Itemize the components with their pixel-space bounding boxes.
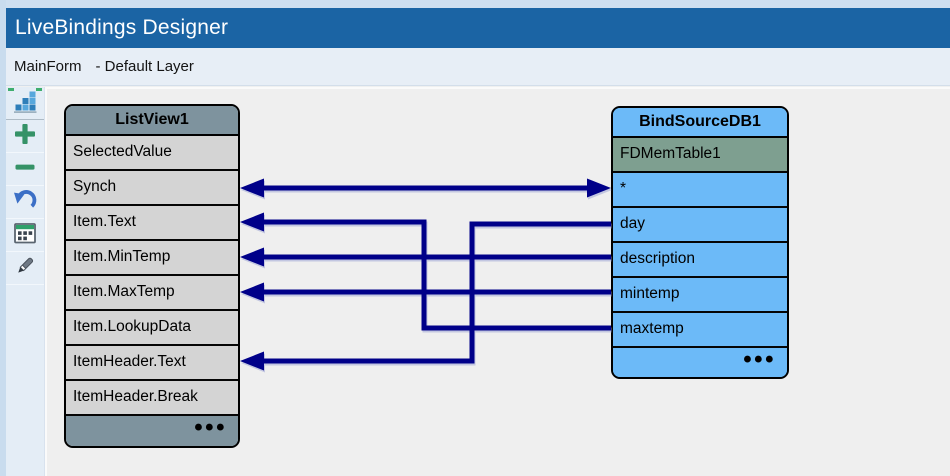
blocks-chart-icon (13, 89, 37, 118)
undo-button[interactable] (6, 186, 44, 219)
row-item-mintemp[interactable]: Item.MinTemp (66, 241, 238, 276)
bindsourcedb1-footer: ••• (613, 346, 787, 377)
binding-wizard-button[interactable] (6, 252, 44, 285)
row-fdmemtable1[interactable]: FDMemTable1 (613, 138, 787, 173)
member-box-bindsourcedb1[interactable]: BindSourceDB1 FDMemTable1 * day descript… (611, 106, 789, 379)
row-item-maxtemp[interactable]: Item.MaxTemp (66, 276, 238, 311)
grid-table-icon (13, 221, 37, 250)
row-maxtemp[interactable]: maxtemp (613, 313, 787, 348)
pane-title: LiveBindings Designer (15, 16, 229, 39)
designer-toolbar (6, 87, 45, 476)
window-frame-left (0, 0, 6, 476)
row-mintemp[interactable]: mintemp (613, 278, 787, 313)
row-itemheader-break[interactable]: ItemHeader.Break (66, 381, 238, 416)
plus-icon (13, 122, 37, 151)
bindsourcedb1-title[interactable]: BindSourceDB1 (613, 108, 787, 138)
show-bindings-button[interactable] (6, 87, 44, 120)
row-item-lookupdata[interactable]: Item.LookupData (66, 311, 238, 346)
layer-label: - Default Layer (95, 58, 194, 75)
row-itemheader-text[interactable]: ItemHeader.Text (66, 346, 238, 381)
row-synch[interactable]: Synch (66, 171, 238, 206)
row-selectedvalue[interactable]: SelectedValue (66, 136, 238, 171)
minus-icon (13, 155, 37, 184)
form-layer-bar: MainForm - Default Layer (6, 48, 950, 86)
row-item-text[interactable]: Item.Text (66, 206, 238, 241)
form-name-label: MainForm (14, 58, 82, 75)
more-members-button[interactable]: ••• (194, 414, 227, 441)
window-frame-top (0, 0, 950, 8)
row-description[interactable]: description (613, 243, 787, 278)
member-box-listview1[interactable]: ListView1 SelectedValue Synch Item.Text … (64, 104, 240, 448)
row-star[interactable]: * (613, 173, 787, 208)
zoom-in-button[interactable] (6, 120, 44, 153)
pane-title-bar[interactable]: LiveBindings Designer (6, 8, 950, 48)
layers-grid-button[interactable] (6, 219, 44, 252)
zoom-out-button[interactable] (6, 153, 44, 186)
listview1-title[interactable]: ListView1 (66, 106, 238, 136)
more-fields-button[interactable]: ••• (743, 346, 776, 373)
undo-arrow-icon (13, 188, 37, 217)
pencil-icon (13, 254, 37, 283)
listview1-footer: ••• (66, 416, 238, 446)
row-day[interactable]: day (613, 208, 787, 243)
